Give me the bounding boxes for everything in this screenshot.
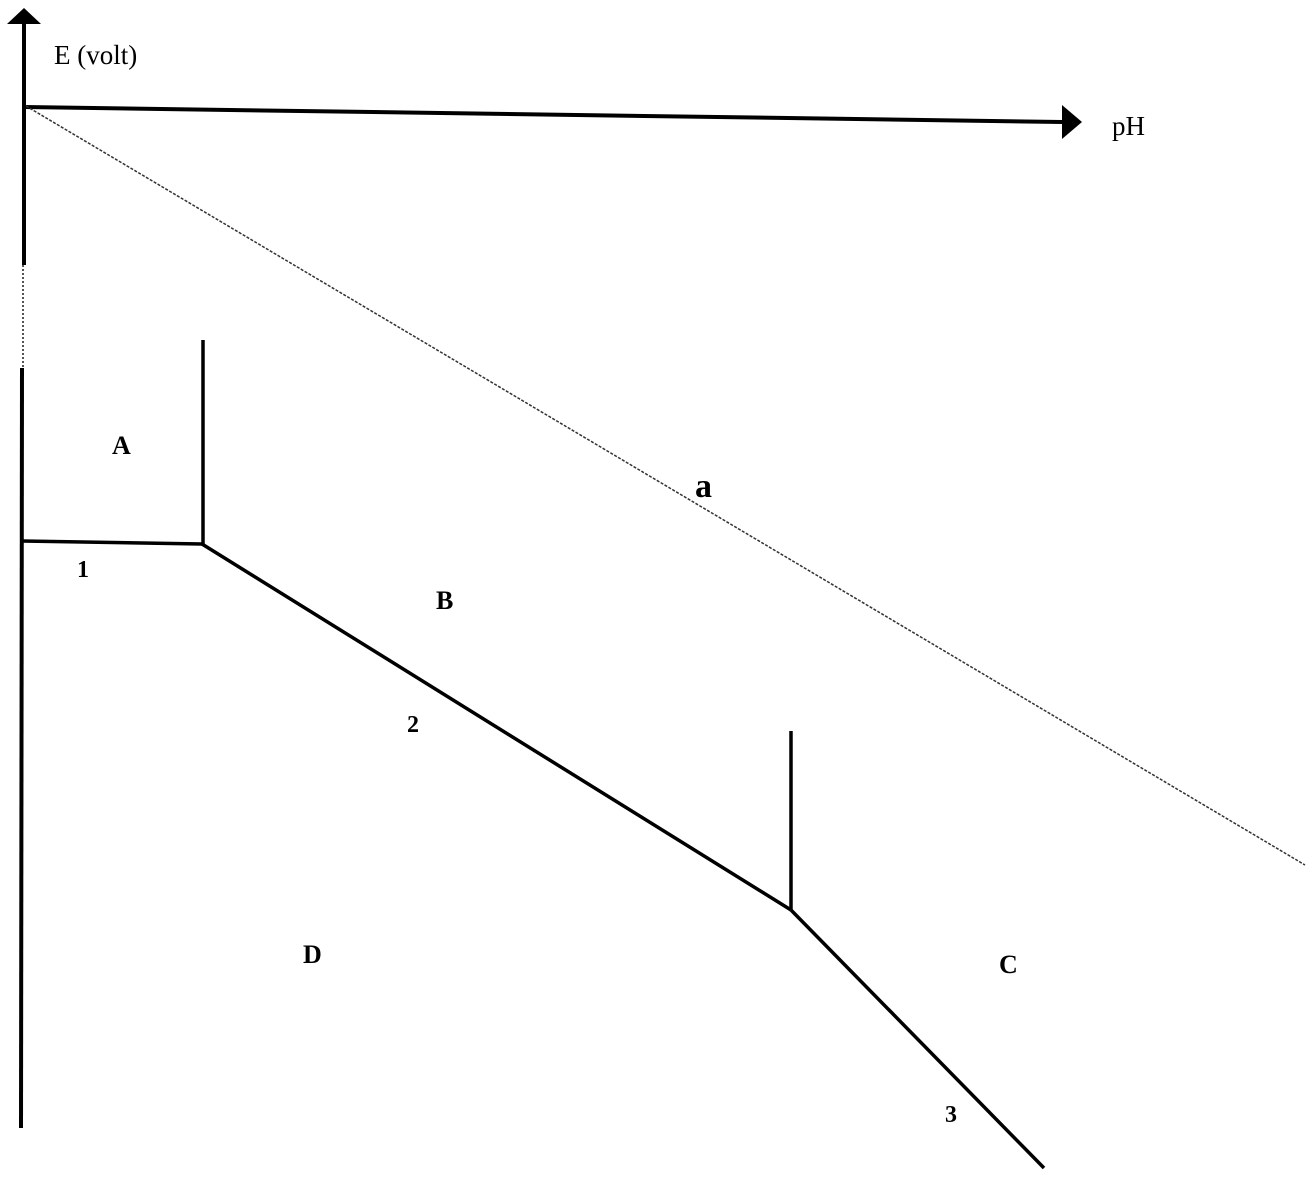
x-axis-label: pH (1112, 111, 1145, 141)
y-axis-lower (19, 367, 24, 1129)
line-a-label: a (695, 468, 712, 505)
y-axis-label: E (volt) (54, 40, 138, 70)
region-A-label: A (112, 431, 131, 460)
region-B-label: B (436, 586, 454, 615)
line-a (25, 105, 1306, 866)
boundary-1-label: 1 (77, 557, 89, 583)
boundary-3-label: 3 (945, 1102, 957, 1128)
region-D-label: D (303, 940, 322, 969)
region-C-label: C (999, 950, 1018, 979)
x-axis (23, 105, 1063, 124)
y-axis-arrowhead (7, 8, 41, 24)
boundary-1 (21, 539, 203, 546)
boundary-3 (789, 908, 1046, 1170)
boundary-2-label: 2 (407, 712, 419, 738)
x-axis-arrowhead (1062, 105, 1082, 139)
boundary-2 (201, 542, 792, 912)
